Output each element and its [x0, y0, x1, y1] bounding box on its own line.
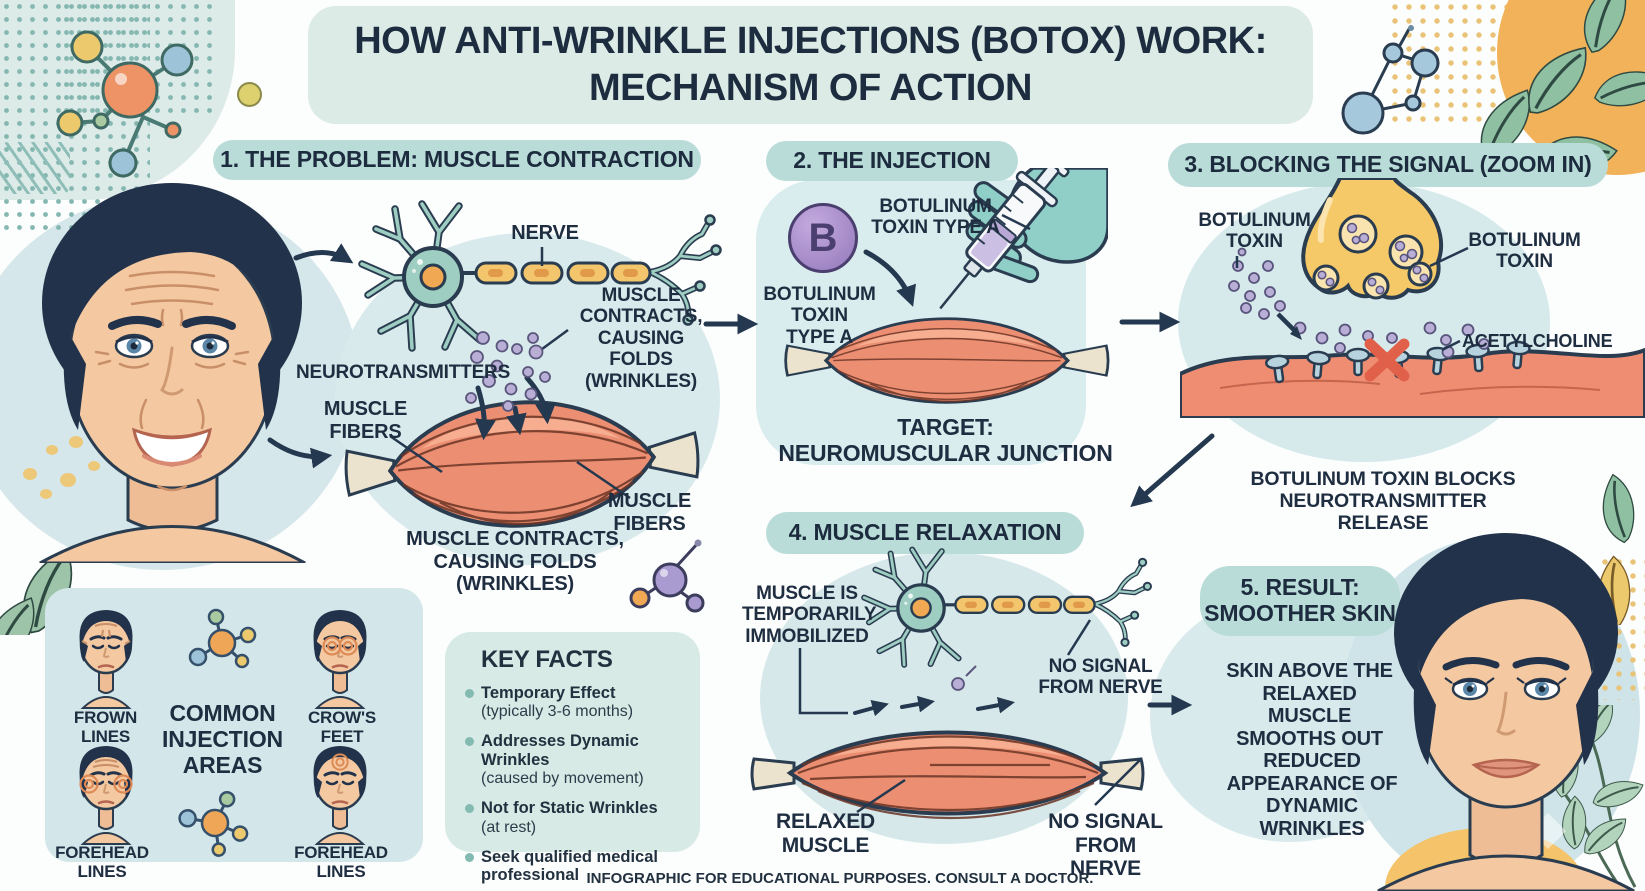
muscle-fibers-left-label: MUSCLE FIBERS — [323, 398, 408, 443]
smooth-face-illustration — [1377, 533, 1635, 891]
key-facts-box: KEY FACTS Temporary Effect (typically 3-… — [445, 632, 700, 884]
section2-header: 2. THE INJECTION — [766, 141, 1018, 181]
forehead-lines-label-1: FOREHEAD LINES — [55, 843, 149, 882]
section2-caption: TARGET: NEUROMUSCULAR JUNCTION — [778, 414, 1113, 466]
forehead-lines-face-2 — [312, 745, 367, 846]
toxin3-right-label: BOTULINUM TOXIN — [1468, 230, 1581, 273]
molecule-icon — [56, 30, 194, 178]
fact-bold: Addresses Dynamic Wrinkles — [481, 732, 639, 769]
toxin-top-label: BOTULINUM TOXIN TYPE A — [871, 196, 1000, 239]
frown-lines-label: FROWN LINES — [73, 708, 138, 747]
fact-note: (at rest) — [481, 818, 537, 836]
toxin-left-label: BOTULINUM TOXIN TYPE A — [763, 284, 876, 348]
toxin3-left-label: BOTULINUM TOXIN — [1198, 210, 1311, 253]
crows-feet-label: CROW'S FEET — [307, 708, 376, 747]
fact-bold: Temporary Effect — [481, 684, 616, 702]
dots-decor — [23, 436, 100, 499]
injection-areas-faces — [78, 608, 367, 862]
synapse-illustration — [1180, 178, 1645, 418]
forehead-lines-face-1 — [78, 745, 133, 846]
no-signal-top-label: NO SIGNAL FROM NERVE — [1038, 656, 1163, 699]
immobilized-label: MUSCLE IS TEMPORARILY IMMOBILIZED — [742, 583, 877, 647]
fact-bold: Seek qualified medical professional — [481, 847, 658, 885]
frown-lines-face — [78, 609, 133, 710]
section1-caption: MUSCLE CONTRACTS, CAUSING FOLDS (WRINKLE… — [406, 528, 624, 596]
section1-header: 1. THE PROBLEM: MUSCLE CONTRACTION — [213, 140, 701, 180]
footer-disclaimer: INFOGRAPHIC FOR EDUCATIONAL PURPOSES. CO… — [586, 870, 1094, 887]
neurotransmitters-label: NEUROTRANSMITTERS — [296, 362, 511, 383]
section3-caption: BOTULINUM TOXIN BLOCKS NEUROTRANSMITTER … — [1250, 468, 1516, 535]
molecule-icon — [173, 775, 263, 862]
title-line2: MECHANISM OF ACTION — [589, 67, 1032, 109]
title-line1: HOW ANTI-WRINKLE INJECTIONS (BOTOX) WORK… — [354, 19, 1267, 62]
key-fact-item: Not for Static Wrinkles (at rest) — [465, 799, 682, 836]
injection-areas-title: COMMON INJECTION AREAS — [162, 700, 283, 778]
crows-feet-face — [312, 609, 367, 710]
botulinum-b-badge: B — [788, 203, 858, 273]
fact-note: (caused by movement) — [481, 770, 644, 788]
key-fact-item: Temporary Effect (typically 3-6 months) — [465, 684, 682, 721]
key-fact-item: Addresses Dynamic Wrinkles (caused by mo… — [465, 732, 682, 788]
molecule-icon — [629, 539, 705, 613]
dot-decor — [237, 82, 262, 107]
stripe-pattern — [0, 142, 70, 194]
muscle-fibers-right-label: MUSCLE FIBERS — [607, 490, 692, 535]
key-facts-title: KEY FACTS — [481, 646, 613, 673]
smooths-out-label: SKIN ABOVE THE RELAXED MUSCLE SMOOTHS OU… — [1226, 660, 1393, 750]
molecule-icon — [188, 608, 257, 669]
section5-header: 5. RESULT: SMOOTHER SKIN — [1200, 566, 1400, 636]
nerve-label: NERVE — [511, 222, 579, 244]
molecule-icon — [1341, 25, 1440, 135]
acetylcholine-label: ACETYLCHOLINE — [1462, 331, 1613, 351]
wrinkled-face-illustration — [39, 183, 306, 563]
fact-bold: Not for Static Wrinkles — [481, 799, 658, 818]
section4-header: 4. MUSCLE RELAXATION — [766, 512, 1084, 554]
forehead-lines-label-2: FOREHEAD LINES — [294, 843, 388, 882]
relaxed-muscle-label: RELAXED MUSCLE — [776, 810, 875, 857]
muscle-contracts-label: MUSCLE CONTRACTS, CAUSING FOLDS (WRINKLE… — [579, 285, 703, 392]
no-signal-bottom-label: NO SIGNAL FROM NERVE — [1048, 810, 1163, 881]
fact-note: (typically 3-6 months) — [481, 703, 634, 721]
title-banner: HOW ANTI-WRINKLE INJECTIONS (BOTOX) WORK… — [308, 6, 1313, 124]
key-fact-item: Seek qualified medical professional — [465, 847, 682, 885]
b-letter: B — [808, 215, 838, 260]
syringe-hand-illustration — [939, 168, 1108, 310]
reduced-wrinkles-label: REDUCED APPEARANCE OF DYNAMIC WRINKLES — [1226, 750, 1398, 840]
